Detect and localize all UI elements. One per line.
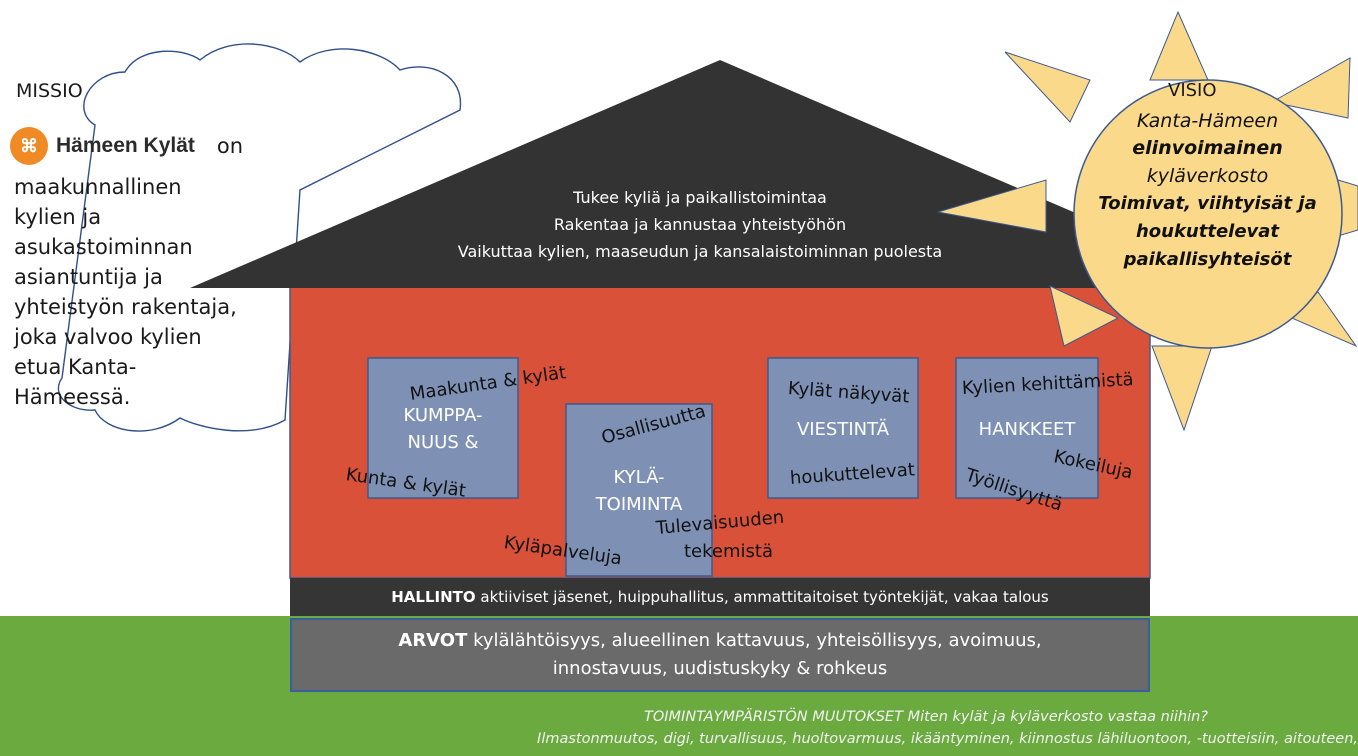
kylatoiminta-title: KYLÄ- TOIMINTA	[566, 464, 712, 518]
roof-line: Tukee kyliä ja paikallistoimintaa	[573, 188, 827, 207]
arvot-text: kylälähtöisyys, alueellinen kattavuus, y…	[467, 630, 1042, 651]
environment-line1: TOIMINTAYMPÄRISTÖN MUUTOKSET Miten kylät…	[644, 709, 1208, 725]
window-kumppanuus	[367, 357, 519, 499]
logo-text: Hämeen Kylät	[56, 134, 195, 157]
mission-cloud	[57, 43, 462, 432]
kylatoiminta-title-line1: KYLÄ-	[613, 467, 665, 488]
sun-ray-bottom	[1151, 345, 1213, 432]
roof-line: Rakentaa ja kannustaa yhteistyöhön	[553, 215, 847, 234]
hankkeet-title: HANKKEET	[978, 419, 1076, 440]
arvot-label: ARVOT	[398, 630, 468, 651]
sun-ray-top	[1149, 10, 1209, 81]
hallinto-text: aktiiviset jäsenet, huippuhallitus, amma…	[475, 588, 1049, 606]
sun-ray-bottom-left	[1049, 285, 1120, 347]
environment-line2: Ilmastonmuutos, digi, turvallisuus, huol…	[537, 731, 1358, 747]
arvot-text-line2: innostavuus, uudistuskyky & rohkeus	[552, 658, 888, 679]
roof-line: Vaikuttaa kylien, maaseudun ja kansalais…	[457, 242, 943, 261]
mission-line: joka valvoo kylien	[14, 325, 202, 349]
sun-ray-left	[937, 179, 1047, 233]
kumppanuus-title: KUMPPA- NUUS &	[368, 402, 518, 456]
mission-line: yhteistyön rakentaja,	[14, 295, 237, 319]
mission-statement: maakunnallinen kylien ja asukastoiminnan…	[14, 172, 284, 412]
hallinto-bar: HALLINTO aktiiviset jäsenet, huippuhalli…	[290, 578, 1150, 616]
logo-suffix: on	[216, 134, 244, 158]
vision-line6: paikallisyhteisöt	[1123, 249, 1292, 270]
hallinto-label: HALLINTO	[391, 588, 476, 606]
mission-line: asukastoiminnan	[14, 235, 193, 259]
sun-disc	[1073, 79, 1343, 349]
mission-line: Hämeessä.	[14, 385, 131, 409]
arvot-bar: ARVOT kylälähtöisyys, alueellinen kattav…	[290, 618, 1150, 692]
vision-line3: kyläverkosto	[1146, 165, 1269, 187]
sun-ray-top-right	[1270, 57, 1351, 119]
visio-label: VISIO	[1168, 80, 1217, 101]
vision-line1: Kanta-Hämeen	[1136, 110, 1279, 132]
kylatoiminta-word-right-2: tekemistä	[684, 541, 773, 562]
mission-line: asiantuntija ja	[14, 265, 163, 289]
kylatoiminta-title-line2: TOIMINTA	[595, 494, 683, 515]
vision-line5: houkuttelevat	[1135, 221, 1280, 242]
logo-icon: ⌘	[10, 127, 48, 165]
mission-line: maakunnallinen	[14, 175, 182, 199]
missio-label: MISSIO	[16, 80, 83, 102]
vision-line4: Toimivat, viihtyisät ja	[1098, 193, 1317, 214]
vision-line2: elinvoimainen	[1132, 137, 1283, 159]
roof-text: Tukee kyliä ja paikallistoimintaa Rakent…	[380, 184, 1020, 265]
mission-line: kylien ja	[14, 205, 102, 229]
mission-line: etua Kanta-	[14, 355, 137, 379]
vision-statement: Kanta-Hämeen elinvoimainen kyläverkosto …	[1085, 108, 1330, 274]
kumppanuus-title-line1: KUMPPA-	[403, 405, 483, 426]
viestinta-title: VIESTINTÄ	[796, 419, 890, 440]
kumppanuus-title-line2: NUUS &	[407, 432, 479, 453]
hameen-kylat-logo: ⌘ Hämeen Kylät on	[10, 126, 243, 166]
window-viestinta	[767, 357, 919, 499]
environment-changes: TOIMINTAYMPÄRISTÖN MUUTOKSET Miten kylät…	[240, 706, 1358, 750]
window-kylatoiminta	[565, 403, 713, 577]
sun-ray-top-left	[1004, 51, 1091, 123]
house-roof	[190, 60, 1250, 288]
window-hankkeet	[955, 357, 1099, 499]
